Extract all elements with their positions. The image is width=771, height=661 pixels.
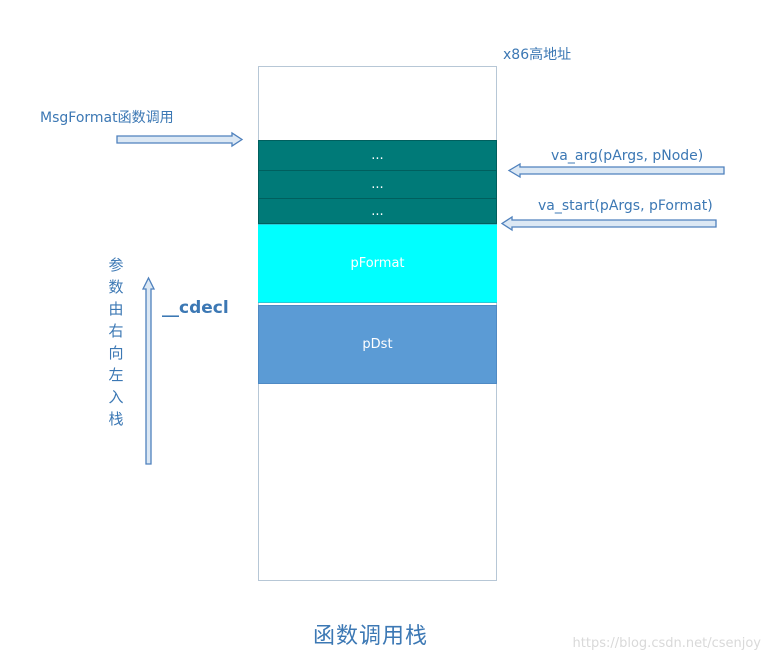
stack-cell-ellipsis-top: ...	[258, 140, 497, 171]
va-start-label: va_start(pArgs, pFormat)	[538, 198, 713, 214]
watermark: https://blog.csdn.net/csenjoy	[572, 636, 761, 651]
stack-cell-pformat: pFormat	[258, 224, 497, 303]
va-arg-arrow	[507, 162, 725, 179]
cdecl-label: __cdecl	[162, 298, 229, 318]
stack-cell-label: pDst	[362, 337, 393, 352]
va-start-arrow	[500, 215, 717, 232]
stack-cell-pdst: pDst	[258, 305, 497, 384]
push-direction-arrow	[141, 276, 156, 465]
stack-cell-ellipsis-bottom: ...	[258, 198, 497, 224]
function-call-label: MsgFormat函数调用	[40, 110, 174, 126]
stack-cell-label: pFormat	[350, 256, 405, 271]
high-address-label: x86高地址	[503, 47, 572, 63]
push-order-text: 参数由右向左入栈	[108, 256, 124, 428]
diagram-caption: 函数调用栈	[313, 624, 429, 649]
va-arg-label: va_arg(pArgs, pNode)	[551, 148, 704, 164]
call-arrow	[116, 131, 244, 148]
stack-cell-label: ...	[371, 177, 384, 192]
stack-cell-label: ...	[371, 203, 384, 219]
stack-cell-label: ...	[371, 148, 384, 163]
